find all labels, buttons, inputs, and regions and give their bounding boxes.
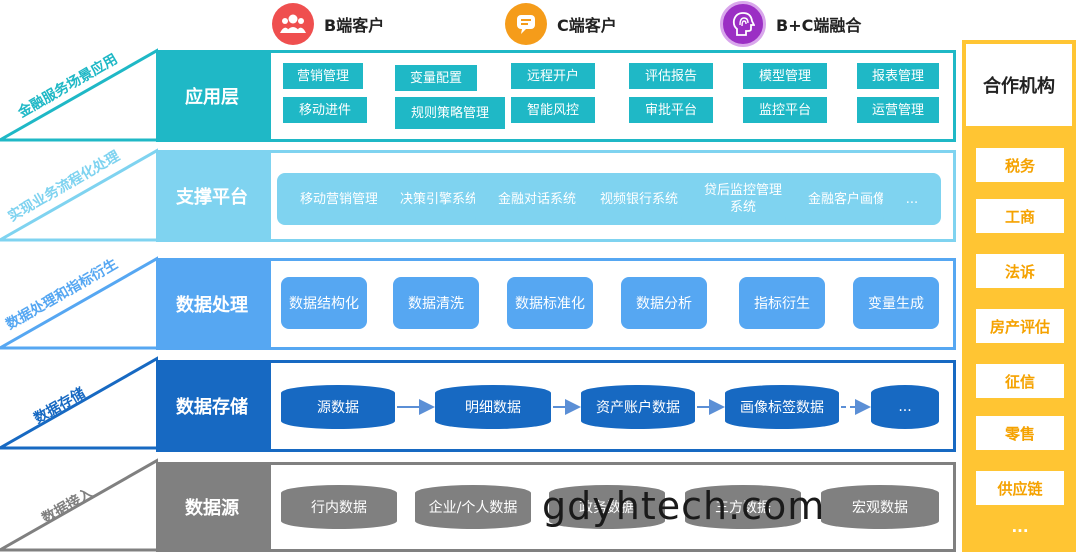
layer-support-title: 支撑平台: [156, 150, 268, 242]
watermark-text: gdyhtech.com: [542, 484, 826, 528]
app-item: 报表管理: [857, 63, 939, 89]
storage-cylinder: 明细数据: [435, 385, 551, 429]
source-cylinder: 政务数据: [549, 485, 665, 529]
processing-item: 变量生成: [853, 277, 939, 329]
source-item: 政务数据: [579, 500, 635, 516]
processing-item: 数据标准化: [507, 277, 593, 329]
app-item: 智能风控: [511, 97, 595, 123]
ribbon-process-flow: 实现业务流程化处理: [0, 148, 158, 242]
layer-storage-title: 数据存储: [156, 360, 268, 452]
source-item: 企业/个人数据: [428, 500, 518, 516]
people-icon: [272, 3, 314, 45]
layer-app-title: 应用层: [156, 50, 268, 142]
client-c: C端客户: [505, 2, 617, 46]
layer-source-body: 行内数据 企业/个人数据 政务数据 三方数据 宏观数据: [268, 462, 956, 552]
partner-item: 房产评估: [976, 309, 1064, 343]
app-item: 规则策略管理: [395, 97, 505, 129]
app-item: 营销管理: [283, 63, 363, 89]
layer-support-body: 移动营销管理 决策引擎系统 金融对话系统 视频银行系统 贷后监控管理系统 金融客…: [268, 150, 956, 242]
layer-storage-body: 源数据 明细数据 资产账户数据 画像标签数据 ...: [268, 360, 956, 452]
partner-item: ...: [1011, 518, 1029, 536]
app-item: 监控平台: [743, 97, 827, 123]
storage-cylinder: 源数据: [281, 385, 395, 429]
ribbon-data-access: 数据接入: [0, 458, 158, 552]
layer-processing-body: 数据结构化 数据清洗 数据标准化 数据分析 指标衍生 变量生成: [268, 258, 956, 350]
partner-item: 法诉: [976, 254, 1064, 288]
source-item: 行内数据: [311, 500, 367, 516]
partner-item: 工商: [976, 199, 1064, 233]
client-bc-label: B+C端融合: [776, 16, 862, 35]
storage-item: 源数据: [317, 400, 359, 416]
app-item: 运营管理: [857, 97, 939, 123]
source-cylinder: 宏观数据: [821, 485, 939, 529]
client-b-label: B端客户: [324, 16, 385, 35]
layer-processing-title: 数据处理: [156, 258, 268, 350]
storage-item: ...: [898, 399, 912, 415]
client-c-label: C端客户: [557, 16, 617, 35]
storage-cylinder: 资产账户数据: [581, 385, 695, 429]
source-cylinder: 行内数据: [281, 485, 397, 529]
support-item: ...: [883, 173, 941, 225]
client-b: B端客户: [272, 2, 384, 46]
layer-app-body: 营销管理 变量配置 远程开户 评估报告 模型管理 报表管理 移动进件 规则策略管…: [268, 50, 956, 142]
partner-title: 合作机构: [966, 44, 1072, 126]
ribbon-data-storage: 数据存储: [0, 356, 158, 450]
source-cylinder: 三方数据: [685, 485, 801, 529]
processing-item: 数据清洗: [393, 277, 479, 329]
storage-item: 资产账户数据: [596, 400, 680, 416]
partner-item: 税务: [976, 148, 1064, 182]
source-item: 宏观数据: [852, 500, 908, 516]
layer-source-title: 数据源: [156, 462, 268, 552]
source-item: 三方数据: [715, 500, 771, 516]
support-item: 视频银行系统: [577, 173, 701, 225]
processing-item: 数据结构化: [281, 277, 367, 329]
ribbon-app-scenarios: 金融服务场景应用: [0, 48, 158, 142]
partner-item: 供应链: [976, 471, 1064, 505]
processing-item: 数据分析: [621, 277, 707, 329]
processing-item: 指标衍生: [739, 277, 825, 329]
app-item: 远程开户: [511, 63, 595, 89]
app-item: 审批平台: [629, 97, 713, 123]
chat-icon: [505, 3, 547, 45]
support-item: 贷后监控管理系统: [681, 173, 805, 225]
partner-item: 零售: [976, 416, 1064, 450]
app-item: 模型管理: [743, 63, 827, 89]
source-cylinder: 企业/个人数据: [415, 485, 531, 529]
app-item: 评估报告: [629, 63, 713, 89]
storage-item: 画像标签数据: [740, 400, 824, 416]
fingerprint-head-icon: [720, 1, 766, 47]
storage-cylinder: ...: [871, 385, 939, 429]
partner-item: 征信: [976, 364, 1064, 398]
storage-arrows: [397, 399, 871, 415]
client-bc: B+C端融合: [720, 1, 862, 47]
ribbon-data-processing: 数据处理和指标衍生: [0, 256, 158, 350]
storage-item: 明细数据: [465, 400, 521, 416]
app-item: 移动进件: [283, 97, 367, 123]
storage-cylinder: 画像标签数据: [725, 385, 839, 429]
app-item: 变量配置: [395, 65, 477, 91]
